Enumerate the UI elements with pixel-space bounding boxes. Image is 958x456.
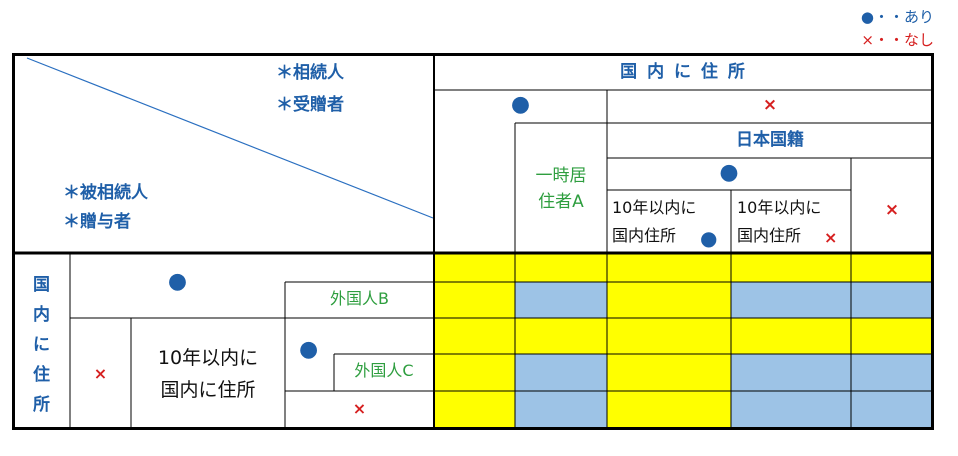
matrix-cell [607, 253, 731, 282]
left-char-0: 国 [33, 275, 50, 295]
matrix-cell [851, 354, 933, 391]
matrix-cell [851, 282, 933, 318]
matrix-cell [731, 354, 851, 391]
header-within-10y-yes-text: 10年以内に 国内住所 [612, 198, 697, 245]
left-within-10y-domestic: 10年以内に 国内に住所 [157, 347, 259, 401]
header-no-mark: × [762, 95, 778, 115]
table-border [12, 53, 934, 430]
header-within-10y-yes: 10年以内に 国内住所 [612, 194, 696, 250]
legend-no-mark: × [861, 31, 874, 49]
matrix-cell [515, 253, 607, 282]
matrix-cell [434, 253, 515, 282]
left-foreigner-b: 外国人B [330, 289, 389, 308]
corner-donor-label: ＊贈与者 [63, 212, 131, 232]
left-sub-no-mark: × [352, 399, 367, 418]
header-yes-mark: ● [510, 92, 531, 117]
left-char-4: 所 [33, 395, 50, 415]
legend-yes-text: ・・あり [873, 8, 934, 26]
header-jp-no-mark: × [884, 200, 900, 220]
matrix-cell [434, 354, 515, 391]
legend-yes: ●・・あり [861, 10, 934, 25]
matrix-cell [731, 318, 851, 354]
header-jp-yes-mark: ● [719, 160, 739, 185]
corner-heir-label: ＊相続人 [276, 63, 344, 83]
matrix-cell [434, 282, 515, 318]
left-domestic-address: 国 内 に 住 所 [13, 270, 70, 420]
corner-donee-label: ＊受贈者 [276, 95, 344, 115]
matrix-cell [434, 391, 515, 429]
matrix-cell [731, 253, 851, 282]
matrix-cell [851, 391, 933, 429]
left-yes-mark: ● [167, 269, 188, 294]
legend-no-text: ・・なし [873, 31, 934, 49]
header-within-10y-yes-mark: ● [700, 226, 718, 250]
matrix-cell [515, 391, 607, 429]
corner-diagonal [26, 57, 434, 219]
matrix-cell [607, 282, 731, 318]
header-domestic-address: 国 内 に 住 所 [620, 62, 747, 82]
matrix-cell [731, 391, 851, 429]
matrix-cell [434, 318, 515, 354]
matrix-cell [851, 253, 933, 282]
matrix-cell [515, 318, 607, 354]
corner-decedent-label: ＊被相続人 [63, 183, 148, 203]
left-no-mark: × [93, 364, 108, 383]
left-foreigner-c: 外国人C [354, 361, 414, 380]
left-char-3: 住 [33, 365, 50, 385]
header-japanese-nationality: 日本国籍 [736, 130, 804, 150]
legend-yes-mark: ● [860, 8, 874, 26]
left-char-2: に [33, 335, 50, 355]
left-sub-yes-mark: ● [299, 337, 319, 362]
header-within-10y-no-mark: × [824, 228, 838, 247]
left-char-1: 内 [33, 305, 50, 325]
header-within-10y-no: 10年以内に 国内住所 [737, 194, 821, 250]
legend-no: ×・・なし [861, 33, 934, 48]
matrix-cell [515, 282, 607, 318]
matrix-cell [607, 318, 731, 354]
matrix-cell [731, 282, 851, 318]
matrix-cell [607, 391, 731, 429]
header-within-10y-no-text: 10年以内に 国内住所 [737, 198, 822, 245]
header-temporary-resident: 一時居 住者A [535, 166, 587, 212]
matrix-cell [607, 354, 731, 391]
matrix-cell [851, 318, 933, 354]
matrix-cell [515, 354, 607, 391]
